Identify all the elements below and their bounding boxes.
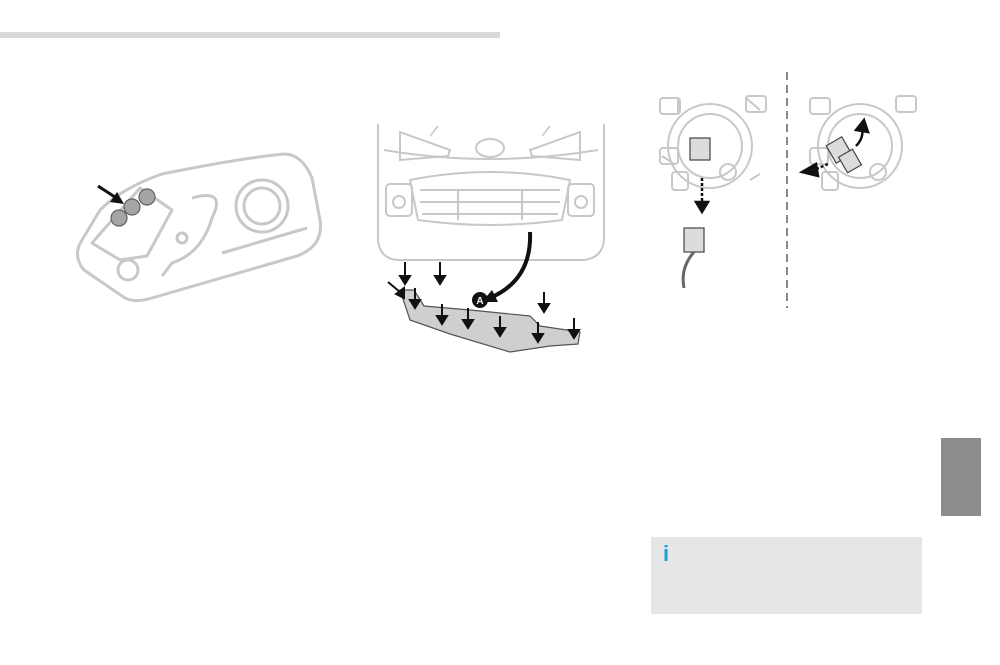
svg-text:A: A xyxy=(476,296,483,307)
headlight-illustration xyxy=(62,148,332,308)
chapter-tab[interactable] xyxy=(941,438,981,516)
info-icon: i xyxy=(663,541,670,566)
fog-lamp-illustration xyxy=(650,68,925,313)
under-bumper-panel-removal-icon: A xyxy=(377,124,605,353)
headlight-bulb-access-icon xyxy=(76,152,323,303)
info-box: i xyxy=(651,537,922,614)
header-rule xyxy=(0,32,500,38)
fog-lamp-connector-removal-icon xyxy=(659,72,917,308)
bumper-panel-illustration: A xyxy=(370,120,610,360)
